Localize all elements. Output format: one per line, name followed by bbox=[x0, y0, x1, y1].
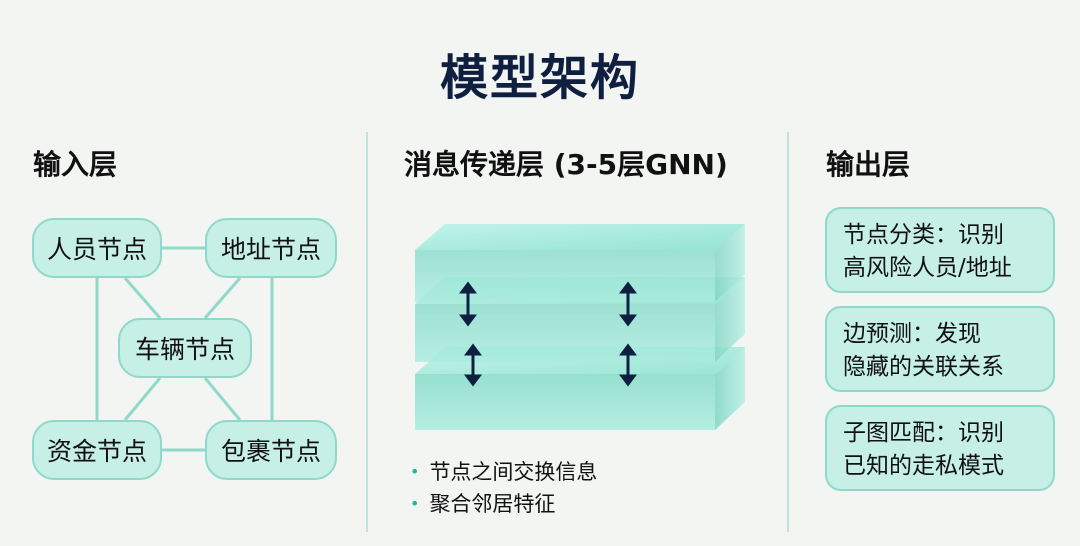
funds-node: 资金节点 bbox=[32, 420, 162, 480]
address-node: 地址节点 bbox=[205, 218, 337, 278]
page-title: 模型架构 bbox=[439, 50, 640, 106]
input-layer-heading: 输入层 bbox=[33, 148, 118, 181]
column-divider-left bbox=[366, 132, 368, 532]
person-node: 人员节点 bbox=[32, 218, 162, 278]
up-down-arrow-icon bbox=[619, 281, 637, 327]
list-item: •节点之间交换信息 bbox=[410, 460, 598, 484]
up-down-arrow-icon bbox=[459, 281, 477, 327]
output-box-node-classification: 节点分类：识别 高风险人员/地址 bbox=[825, 207, 1055, 293]
output-layer-heading: 输出层 bbox=[826, 148, 911, 181]
gnn-layer-stack bbox=[415, 224, 745, 430]
parcel-node: 包裹节点 bbox=[205, 420, 337, 480]
gnn-layer-1 bbox=[415, 224, 745, 302]
output-box-edge-prediction: 边预测：发现 隐藏的关联关系 bbox=[825, 306, 1055, 392]
input-graph-links bbox=[95, 246, 274, 452]
message-bullets: •节点之间交换信息 •聚合邻居特征 bbox=[410, 455, 597, 519]
output-box-subgraph-matching: 子图匹配：识别 已知的走私模式 bbox=[825, 405, 1055, 491]
column-divider-right bbox=[787, 132, 789, 532]
message-layer-heading: 消息传递层 (3-5层GNN) bbox=[404, 148, 728, 181]
up-down-arrow-icon bbox=[464, 343, 482, 387]
vehicle-node: 车辆节点 bbox=[118, 318, 252, 378]
list-item: •聚合邻居特征 bbox=[410, 492, 556, 516]
up-down-arrow-icon bbox=[619, 343, 637, 387]
